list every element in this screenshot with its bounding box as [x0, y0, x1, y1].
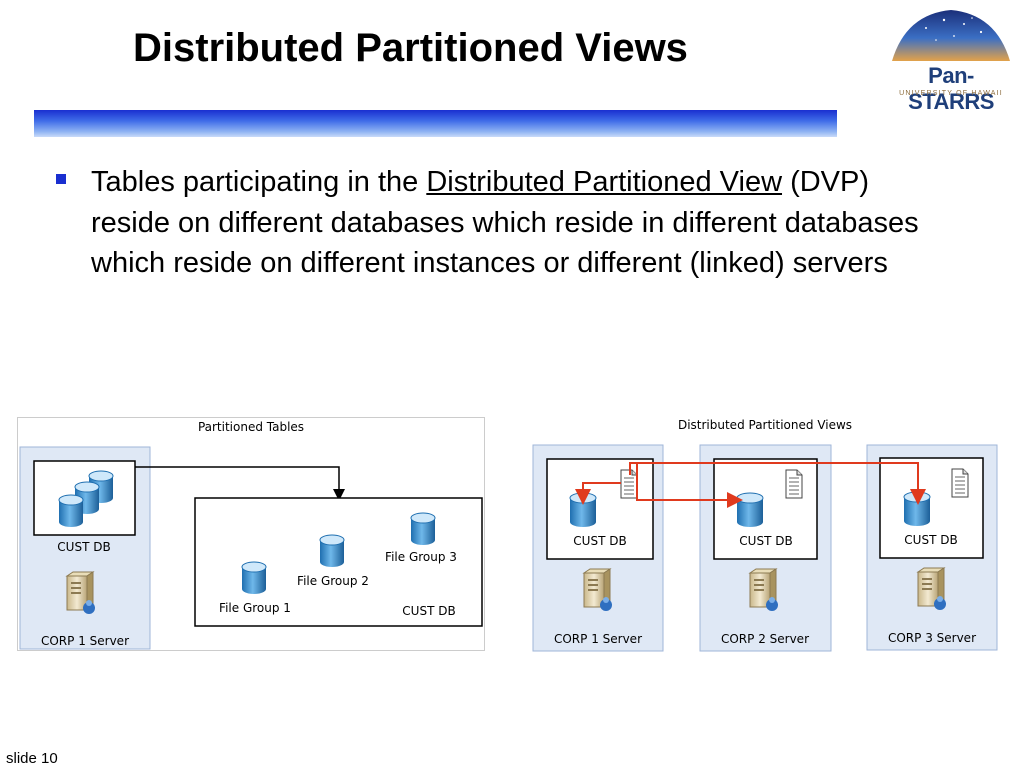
logo-name: Pan-STARRS	[908, 63, 994, 114]
view-document-icon	[951, 468, 969, 498]
corp2-db-box	[713, 458, 818, 560]
db-cylinder-icon	[58, 494, 84, 528]
partitioned-tables-title: Partitioned Tables	[198, 420, 304, 434]
target-db-label: CUST DB	[402, 604, 455, 618]
server-icon	[917, 567, 947, 611]
server-icon	[583, 568, 613, 612]
server-icon	[66, 571, 96, 615]
corp3-db-label: CUST DB	[904, 533, 957, 547]
slide-number: slide 10	[6, 750, 58, 767]
db-cylinder-icon	[903, 491, 931, 527]
bullet-square-icon	[56, 174, 66, 184]
bullet-text-after: (DVP) reside on different databases whic…	[91, 166, 919, 279]
logo-subtitle: UNIVERSITY OF HAWAII	[899, 90, 1003, 97]
view-document-icon	[785, 469, 803, 499]
db-cylinder-icon	[241, 561, 267, 595]
server-label: CORP 1 Server	[41, 634, 129, 648]
corp3-server-label: CORP 3 Server	[888, 631, 976, 645]
partitioned-tables-diagram: Partitioned Tables CUST DB CORP 1 Server…	[17, 417, 485, 651]
file-group-2-label: File Group 2	[297, 574, 369, 588]
view-link-arrow-corp3	[630, 462, 926, 505]
db-cylinder-icon	[319, 534, 345, 568]
distributed-partitioned-views-diagram: Distributed Partitioned Views CUST DB CO…	[532, 418, 998, 652]
corp1-server-label: CORP 1 Server	[554, 632, 642, 646]
file-group-1-label: File Group 1	[219, 601, 291, 615]
source-db-label: CUST DB	[57, 540, 110, 554]
logo-sky-icon	[892, 10, 1010, 61]
dpv-diagram-title: Distributed Partitioned Views	[678, 418, 852, 432]
corp1-db-label: CUST DB	[573, 534, 626, 548]
pan-starrs-logo: Pan-STARRS UNIVERSITY OF HAWAII	[886, 6, 1016, 114]
title-underline-bar	[34, 110, 837, 137]
corp2-server-label: CORP 2 Server	[721, 632, 809, 646]
server-icon	[749, 568, 779, 612]
db-cylinder-icon	[410, 512, 436, 546]
db-cylinder-icon	[569, 492, 597, 528]
bullet-text-before: Tables participating in the	[91, 166, 427, 198]
dpv-link[interactable]: Distributed Partitioned View	[426, 166, 783, 198]
partition-arrow	[135, 466, 345, 501]
file-group-3-label: File Group 3	[385, 550, 457, 564]
bullet-text: Tables participating in the Distributed …	[91, 162, 931, 284]
view-link-arrow-local	[575, 482, 621, 505]
corp2-db-label: CUST DB	[739, 534, 792, 548]
slide-title: Distributed Partitioned Views	[133, 26, 688, 70]
db-cylinder-icon	[736, 492, 764, 528]
